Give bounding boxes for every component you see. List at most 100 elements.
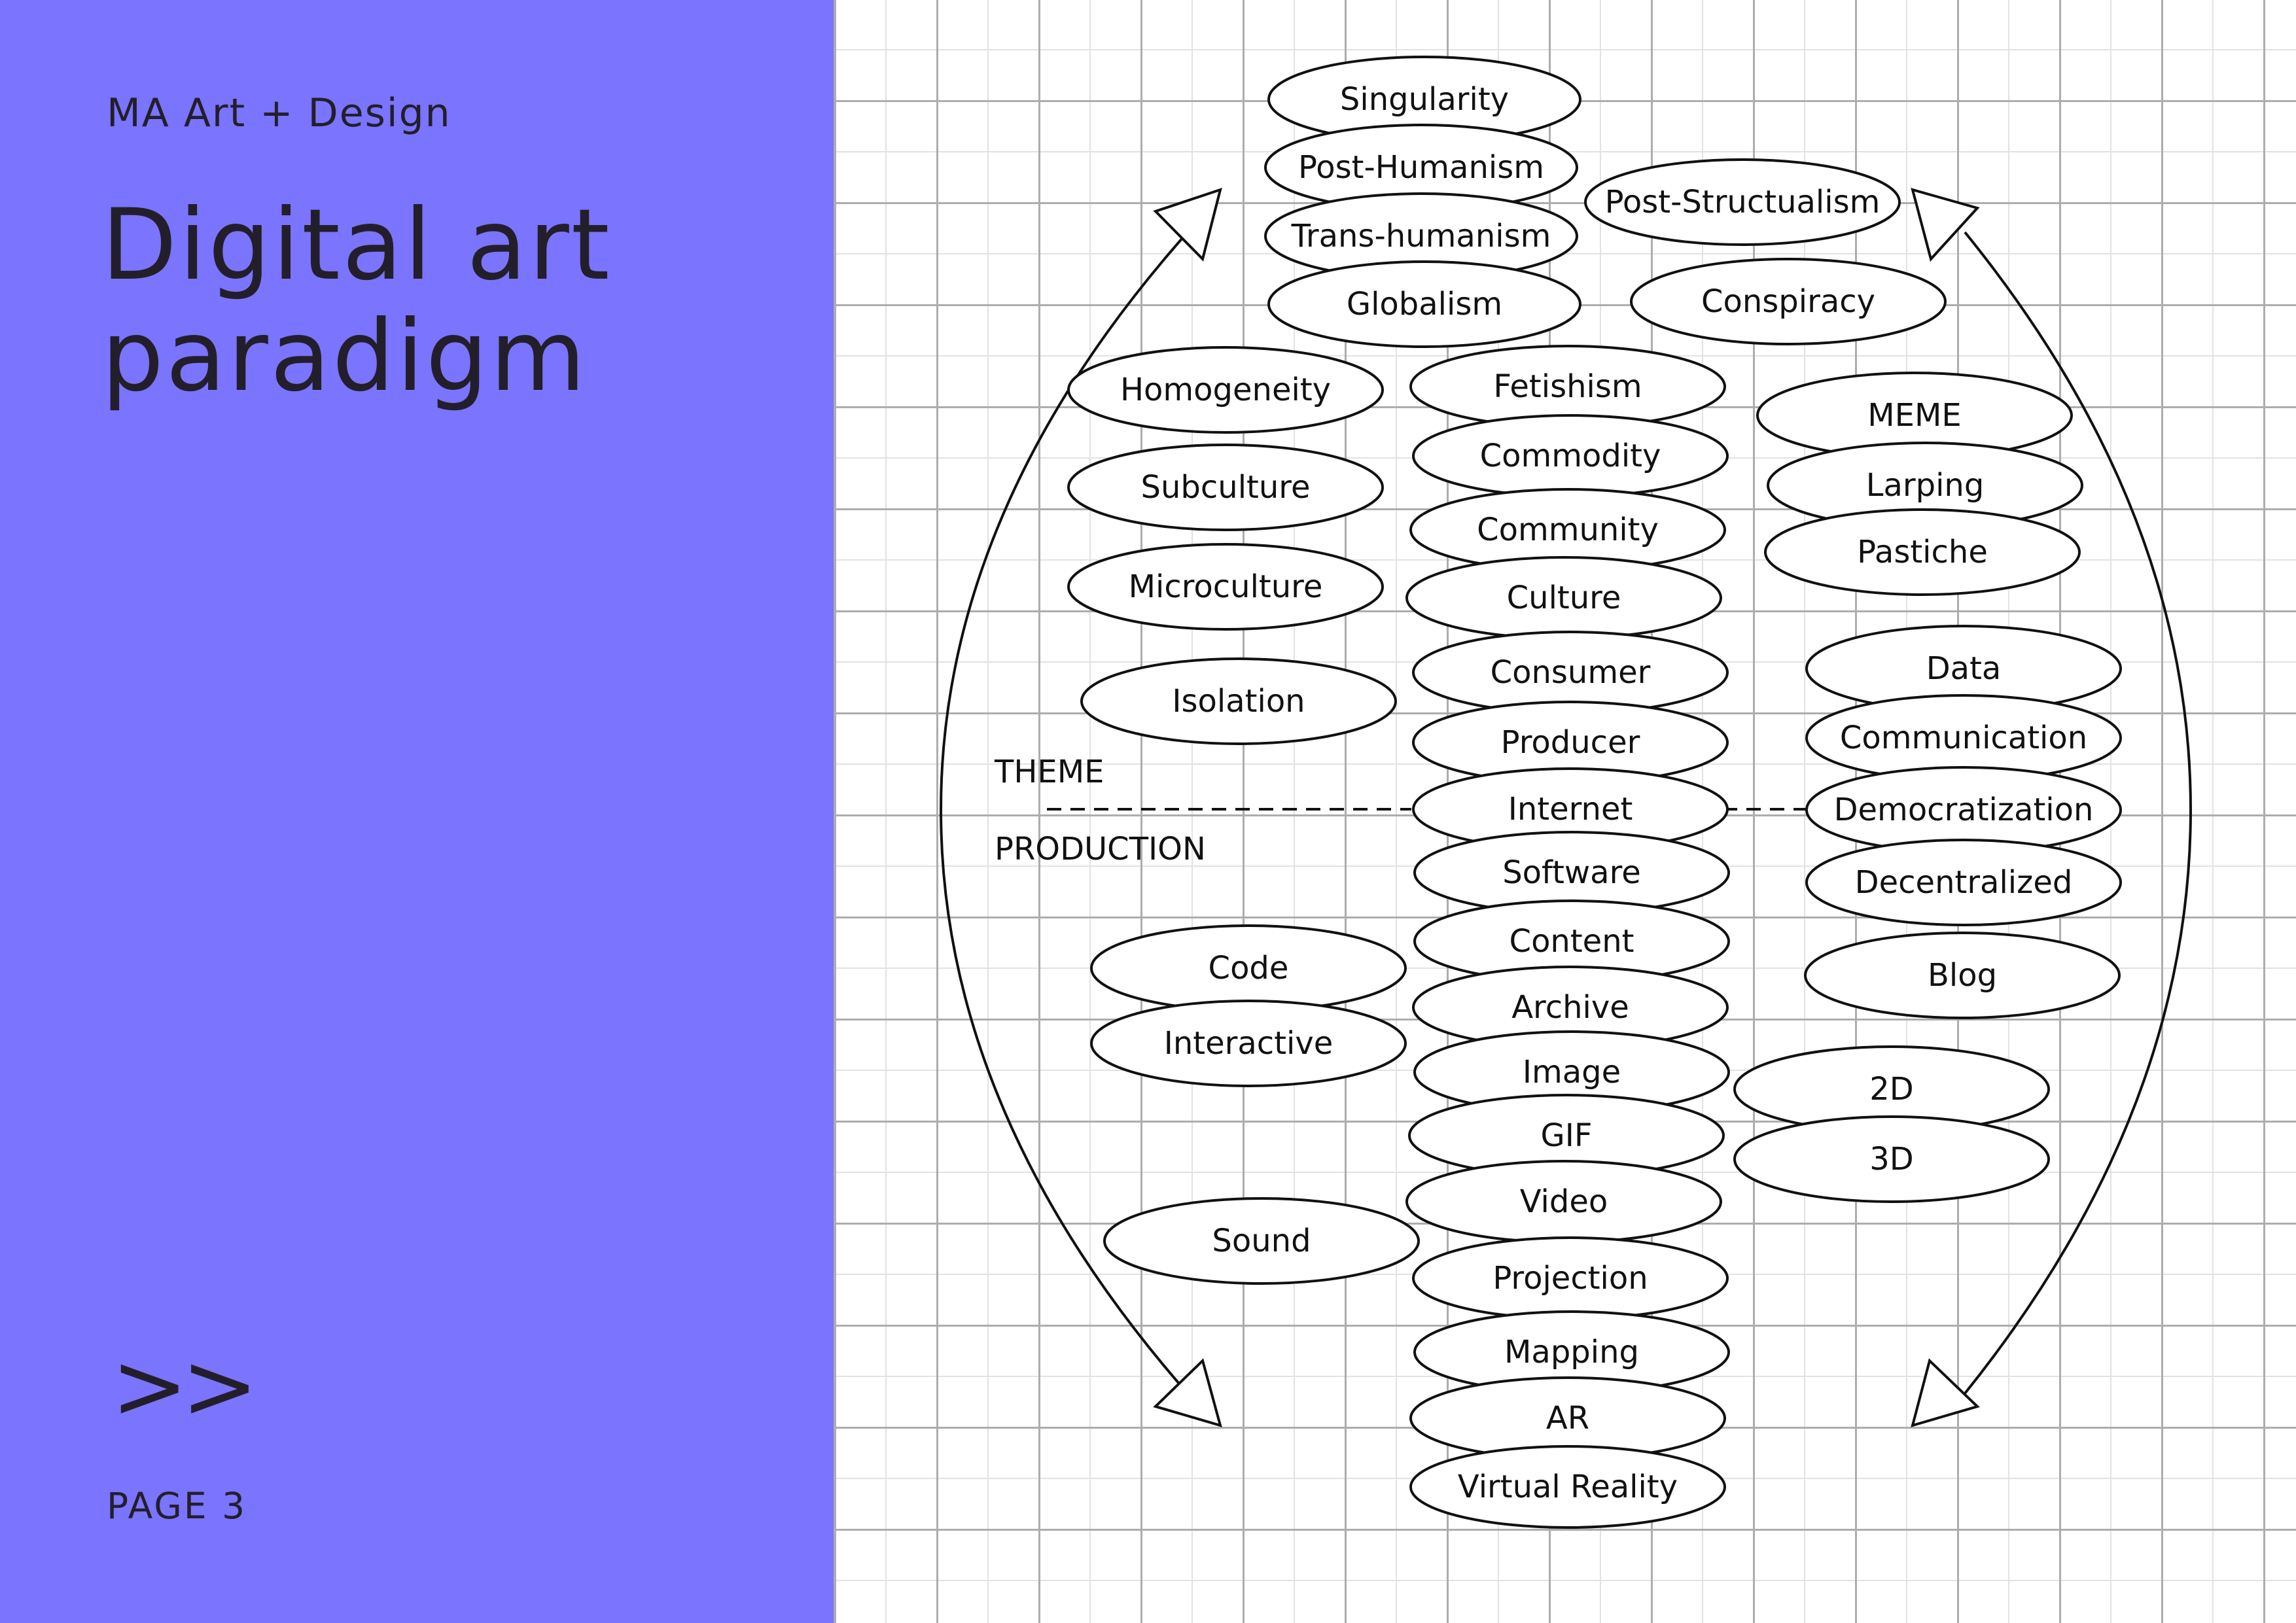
node-label: Community [1477, 512, 1659, 548]
node-label: Culture [1507, 580, 1621, 616]
node-virtual-reality: Virtual Reality [1409, 1445, 1726, 1529]
node-meme: MEME [1756, 372, 2073, 459]
node-conspiracy: Conspiracy [1630, 258, 1947, 345]
node-label: Video [1520, 1183, 1608, 1220]
node-label: Post-Structualism [1605, 184, 1881, 220]
node-globalism: Globalism [1267, 260, 1581, 348]
right-cycle-arc [1964, 231, 2193, 1395]
node-ellipse [1764, 508, 2081, 596]
arrow-down-left-icon [1153, 1358, 1222, 1427]
sidebar: MA Art + Design Digital art paradigm >> … [0, 0, 834, 1623]
production-label: PRODUCTION [995, 831, 1206, 867]
node-label: Microculture [1129, 568, 1323, 605]
node-ellipse [1630, 258, 1947, 345]
node-label: Larping [1866, 467, 1985, 504]
node-label: Homogeneity [1120, 372, 1331, 408]
node-label: Consumer [1491, 654, 1651, 691]
node-mapping: Mapping [1413, 1310, 1730, 1394]
node-ellipse [1090, 1000, 1407, 1087]
next-page-button[interactable]: >> [111, 1333, 258, 1440]
page-title-line-2: paradigm [101, 300, 588, 413]
node-consumer: Consumer [1412, 631, 1729, 714]
node-ellipse [1103, 1197, 1420, 1285]
node-label: Globalism [1347, 286, 1502, 323]
node-ellipse [1409, 1445, 1726, 1529]
node-label: Fetishism [1493, 368, 1642, 405]
left-cycle-arc [939, 231, 1189, 1395]
cycle-arcs [939, 231, 2193, 1395]
node-ellipse [1584, 158, 1901, 246]
concept-nodes: SingularityPost-HumanismTrans-humanismGl… [1067, 56, 2122, 1529]
node-ellipse [1080, 657, 1397, 745]
node-label: Archive [1511, 989, 1629, 1026]
node-label: Conspiracy [1701, 283, 1875, 320]
arrow-down-right-icon [1911, 1358, 1980, 1427]
node-software: Software [1413, 831, 1730, 915]
theme-label: THEME [994, 754, 1104, 790]
node-democratization: Democratization [1805, 766, 2122, 854]
paradigm-diagram: THEME PRODUCTION SingularityPost-Humanis… [939, 56, 2193, 1529]
node-decentralized: Decentralized [1805, 839, 2122, 926]
node-video: Video [1405, 1160, 1722, 1244]
node-larping: Larping [1767, 442, 2083, 529]
node-label: Virtual Reality [1458, 1469, 1678, 1505]
node-ellipse [1804, 932, 2121, 1019]
node-label: AR [1546, 1400, 1589, 1437]
node-subculture: Subculture [1067, 444, 1384, 531]
node-label: Singularity [1340, 81, 1509, 118]
node-microculture: Microculture [1067, 543, 1384, 631]
node-label: Interactive [1164, 1025, 1333, 1062]
node-community: Community [1409, 488, 1726, 572]
node-projection: Projection [1412, 1236, 1729, 1320]
node-culture: Culture [1405, 556, 1722, 640]
node-label: Content [1510, 923, 1634, 960]
node-label: Subculture [1141, 469, 1311, 506]
node-archive: Archive [1412, 966, 1729, 1049]
node-ellipse [1733, 1115, 2050, 1203]
node-label: Producer [1501, 724, 1640, 761]
node-label: Mapping [1504, 1334, 1639, 1370]
node-data: Data [1805, 625, 2122, 712]
node-fetishism: Fetishism [1409, 345, 1726, 428]
node-label: Decentralized [1855, 864, 2073, 901]
node-label: Post-Humanism [1298, 149, 1544, 186]
node-label: Communication [1840, 720, 2087, 756]
node-blog: Blog [1804, 932, 2121, 1019]
node-post-structualism: Post-Structualism [1584, 158, 1901, 246]
node-label: Software [1502, 854, 1641, 891]
page-title-line-1: Digital art [101, 188, 612, 302]
node-label: Data [1926, 650, 2002, 687]
node-ellipse [1267, 260, 1581, 348]
node-ellipse [1805, 839, 2122, 926]
node-label: Image [1523, 1054, 1621, 1091]
node-isolation: Isolation [1080, 657, 1397, 745]
node-ellipse [1067, 346, 1384, 434]
node-label: MEME [1867, 397, 1961, 434]
node-label: Democratization [1834, 792, 2094, 828]
node-2d: 2D [1733, 1045, 2050, 1133]
course-label: MA Art + Design [107, 90, 451, 136]
node-post-humanism: Post-Humanism [1264, 124, 1578, 211]
node-label: Code [1209, 950, 1289, 986]
node-sound: Sound [1103, 1197, 1420, 1285]
node-label: GIF [1541, 1117, 1593, 1154]
node-label: Projection [1492, 1260, 1648, 1297]
node-label: Pastiche [1857, 534, 1988, 570]
node-label: Isolation [1172, 683, 1305, 720]
node-content: Content [1413, 899, 1730, 983]
node-label: Trans-humanism [1291, 218, 1551, 254]
node-code: Code [1090, 924, 1407, 1012]
node-label: Commodity [1480, 438, 1661, 474]
node-label: Sound [1212, 1223, 1311, 1259]
node-label: Blog [1928, 957, 1997, 994]
node-interactive: Interactive [1090, 1000, 1407, 1087]
page-number: PAGE 3 [107, 1485, 247, 1527]
node-ellipse [1067, 444, 1384, 531]
node-label: 2D [1869, 1071, 1914, 1108]
node-3d: 3D [1733, 1115, 2050, 1203]
node-label: 3D [1869, 1141, 1914, 1178]
page-title: Digital art paradigm [101, 190, 612, 412]
arrow-up-right-icon [1911, 188, 1980, 262]
node-ellipse [1067, 543, 1384, 631]
